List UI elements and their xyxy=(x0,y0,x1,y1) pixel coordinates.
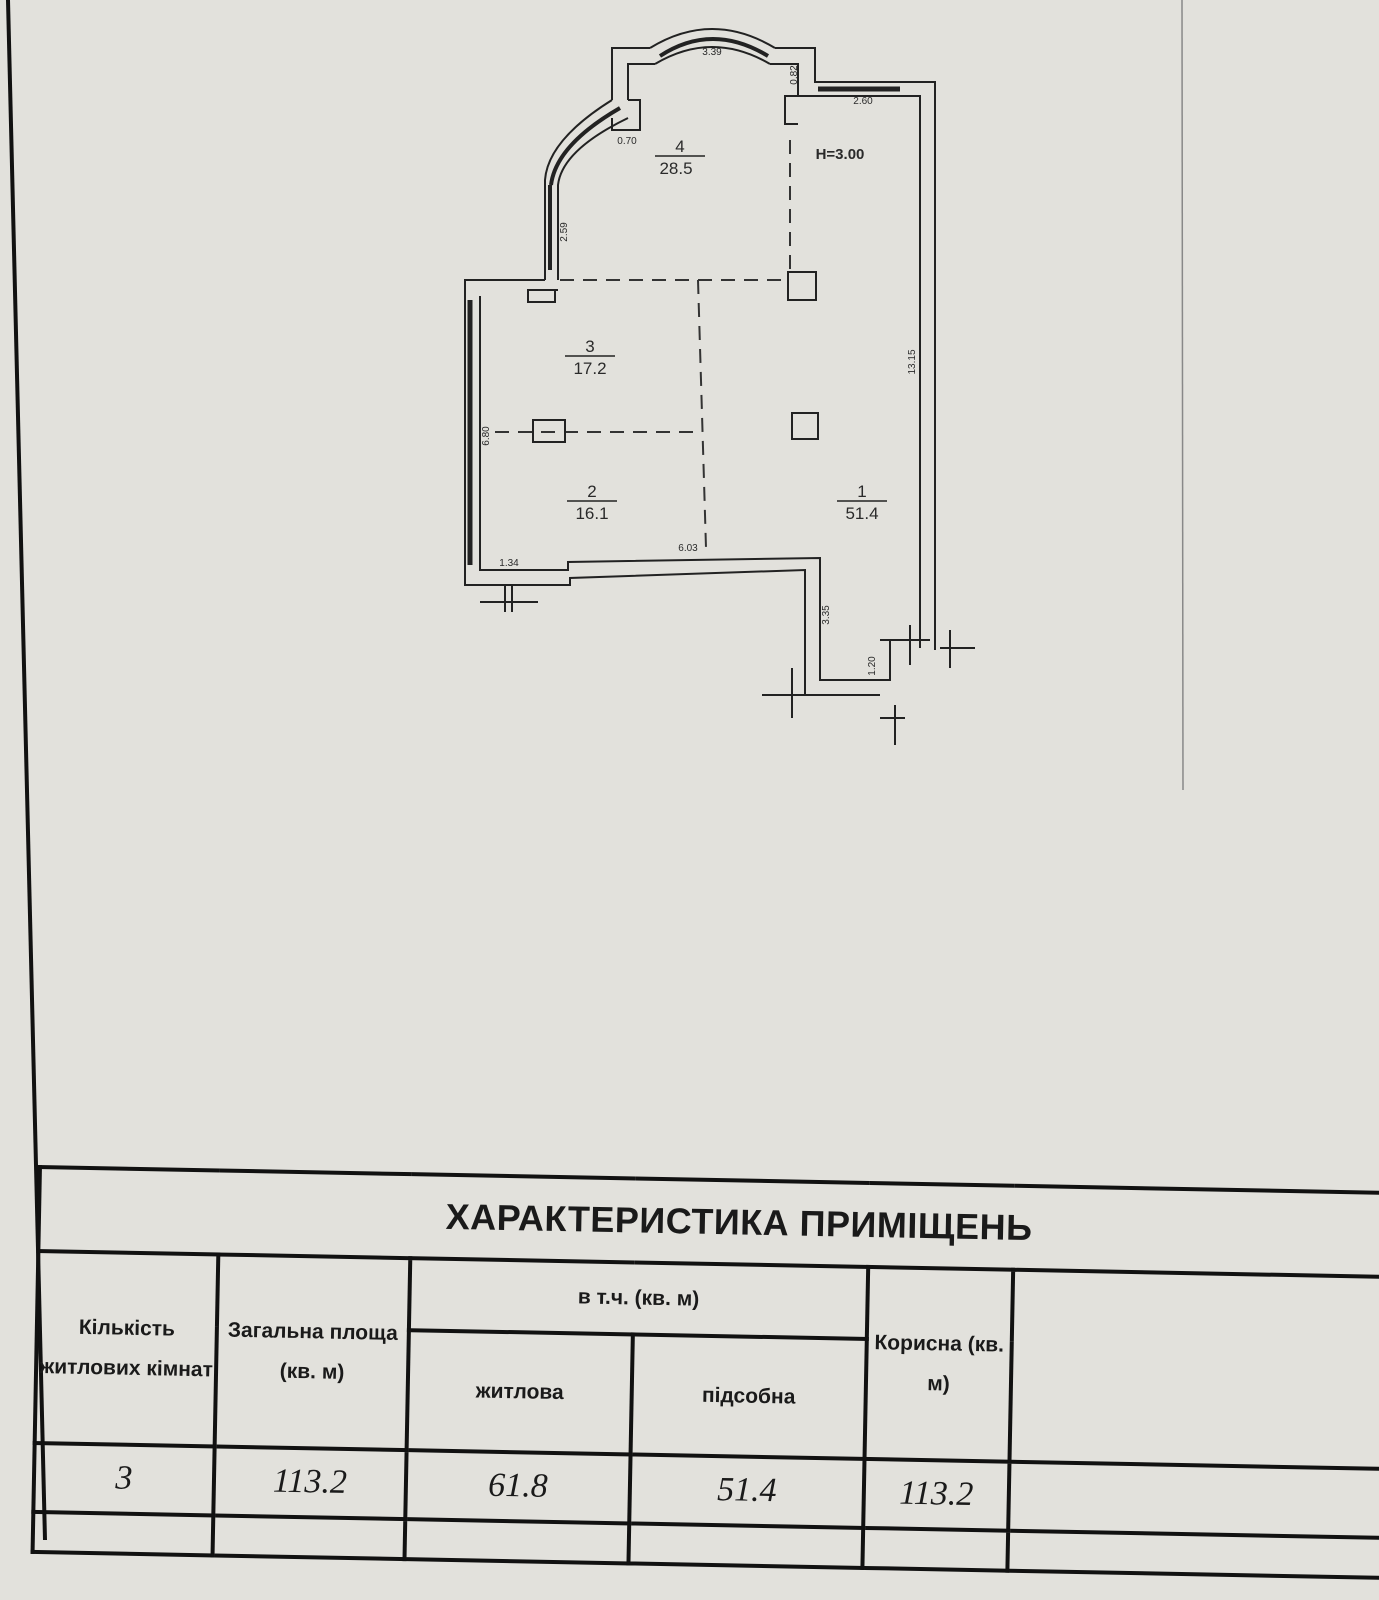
rooms-characteristics-table: ХАРАКТЕРИСТИКА ПРИМІЩЕНЬ Кількість житло… xyxy=(31,1165,1379,1580)
dim-label: 0.82 xyxy=(789,65,800,85)
page-left-border xyxy=(6,0,47,1541)
partitions xyxy=(495,140,791,549)
columns xyxy=(532,271,819,443)
room-area: 17.2 xyxy=(573,359,606,378)
header-useful: Корисна (кв. м) xyxy=(864,1266,1014,1462)
dim-label: 1.34 xyxy=(499,558,519,569)
header-including: в т.ч. (кв. м) xyxy=(408,1258,869,1339)
value-total-area: 113.2 xyxy=(213,1446,407,1519)
dim-label: 2.59 xyxy=(559,222,570,242)
header-total-area: Загальна площа (кв. м) xyxy=(214,1254,411,1451)
empty-cell xyxy=(862,1527,1009,1571)
empty-cell xyxy=(1007,1530,1379,1579)
value-blank xyxy=(1008,1461,1379,1539)
room-area: 51.4 xyxy=(845,504,878,523)
dim-label: 3.35 xyxy=(821,605,832,625)
value-useful: 113.2 xyxy=(863,1458,1010,1531)
room-number: 1 xyxy=(857,482,866,501)
dim-label: 0.70 xyxy=(617,136,637,147)
value-rooms-count: 3 xyxy=(33,1442,215,1516)
header-blank xyxy=(1009,1269,1379,1470)
room-area: 28.5 xyxy=(659,159,692,178)
room-number: 3 xyxy=(585,337,594,356)
empty-cell xyxy=(212,1515,406,1559)
dim-label: 3.39 xyxy=(702,47,722,58)
room-labels: 4 28.5 3 17.2 2 16.1 1 51.4 xyxy=(565,137,887,523)
empty-cell xyxy=(404,1518,630,1564)
room-number: 2 xyxy=(587,482,596,501)
dim-label: 6.03 xyxy=(678,543,698,554)
ceiling-height: H=3.00 xyxy=(816,146,865,163)
dim-label: 6.80 xyxy=(481,426,492,446)
room-number: 4 xyxy=(675,137,684,156)
page-guide-line xyxy=(1181,0,1184,791)
dim-label: 2.60 xyxy=(853,96,873,107)
empty-cell xyxy=(32,1511,214,1556)
header-rooms-count: Кількість житлових кімнат xyxy=(34,1251,219,1447)
walls xyxy=(464,28,975,745)
header-auxiliary: підсобна xyxy=(630,1334,867,1459)
header-living: житлова xyxy=(406,1330,633,1455)
room-area: 16.1 xyxy=(575,504,608,523)
dimensions: 3.39 0.82 2.60 0.70 H=3.00 2.59 13.15 6.… xyxy=(481,47,918,676)
empty-cell xyxy=(628,1523,864,1568)
value-living: 61.8 xyxy=(405,1450,631,1524)
value-auxiliary: 51.4 xyxy=(629,1454,865,1528)
dim-label: 1.20 xyxy=(867,656,878,676)
dim-label: 13.15 xyxy=(907,349,918,374)
